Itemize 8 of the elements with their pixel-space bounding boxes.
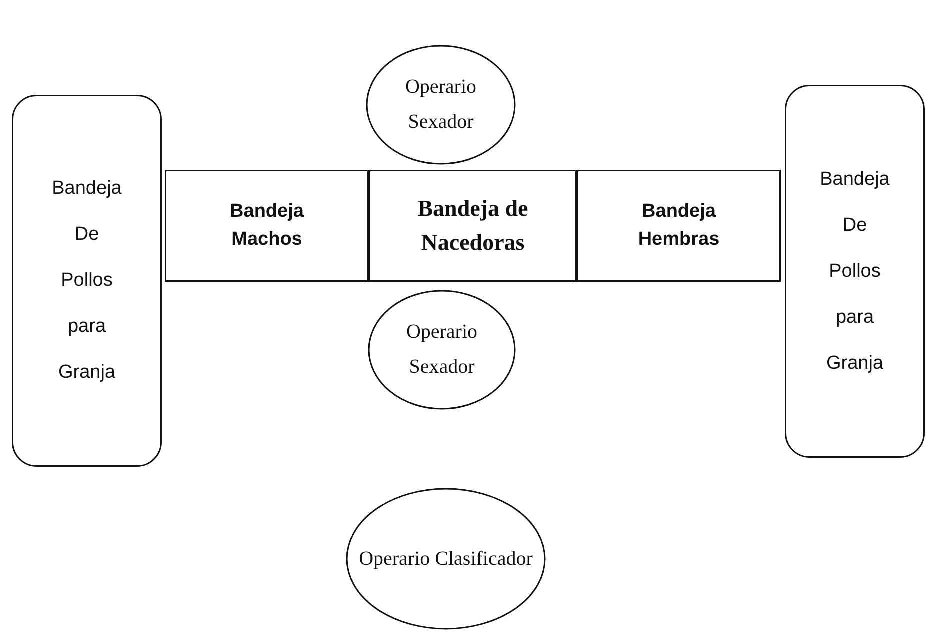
node-label: Operario Sexador: [405, 320, 479, 380]
node-label: Bandeja De Pollos para Granja: [51, 177, 123, 385]
node-label: Bandeja de Nacedoras: [416, 194, 530, 257]
node-label: Operario Clasificador: [358, 546, 534, 572]
node-label: Bandeja De Pollos para Granja: [819, 168, 891, 376]
node-label: Operario Sexador: [404, 75, 478, 135]
node-label: Bandeja Machos: [229, 200, 305, 252]
node-label: Bandeja Hembras: [637, 200, 721, 252]
